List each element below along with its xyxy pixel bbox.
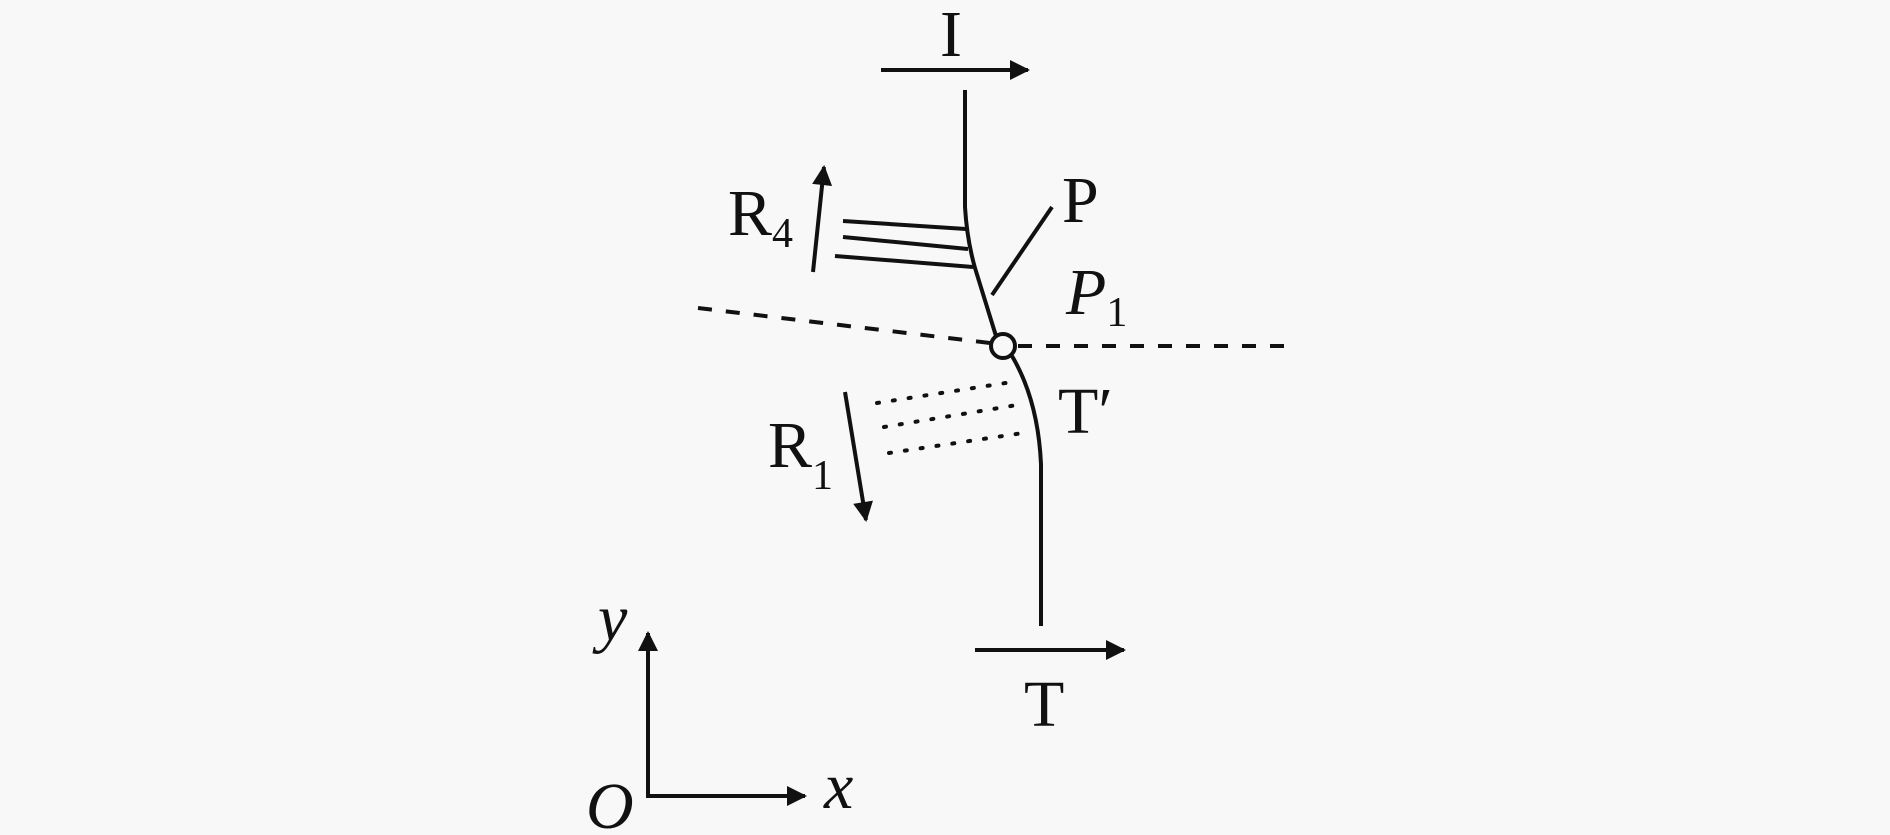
incident-label: I (940, 0, 962, 71)
origin-label: O (586, 770, 634, 835)
dashed-line-left (697, 306, 991, 345)
x-axis-label: x (823, 750, 853, 823)
r4-label: R4 (728, 177, 793, 257)
r1-arrow (843, 391, 873, 522)
p-pointer-line (990, 205, 1054, 297)
r4-arrow (811, 165, 833, 273)
r4-rays (834, 219, 974, 269)
point-p1-marker (989, 332, 1017, 360)
t-prime-label: T′ (1058, 375, 1113, 448)
p1-label: P1 (1065, 256, 1127, 336)
r1-rays (875, 380, 1025, 455)
r1-label: R1 (768, 409, 833, 499)
p-label: P (1062, 164, 1099, 237)
transmitted-label: T (1024, 668, 1064, 741)
interface-lower (1010, 354, 1043, 626)
y-axis-label: y (592, 582, 628, 655)
interface-upper (963, 90, 998, 337)
